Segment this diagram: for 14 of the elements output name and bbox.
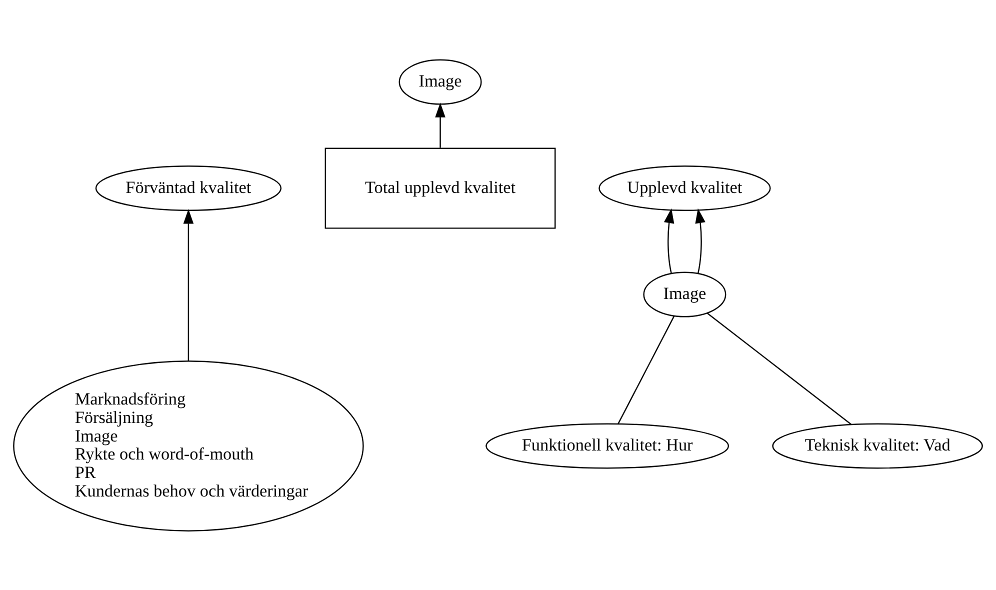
connector xyxy=(618,315,675,424)
connector xyxy=(706,312,852,424)
node-ellipse: Image xyxy=(643,271,726,317)
node-ellipse: Marknadsföring Försäljning Image Rykte och word-of-mouth PR Kundernas behov och värderingar xyxy=(13,360,364,531)
node-ellipse: Teknisk kvalitet: Vad xyxy=(772,422,983,468)
arrow xyxy=(435,102,446,148)
node-ellipse: Upplevd kvalitet xyxy=(598,165,771,210)
node-box: Total upplevd kvalitet xyxy=(324,147,556,228)
node-ellipse: Förväntad kvalitet xyxy=(95,165,282,210)
arrow xyxy=(664,208,674,273)
arrow xyxy=(183,208,194,360)
arrow xyxy=(695,208,706,273)
node-ellipse: Funktionell kvalitet: Hur xyxy=(486,422,730,468)
node-ellipse: Image xyxy=(398,58,482,104)
